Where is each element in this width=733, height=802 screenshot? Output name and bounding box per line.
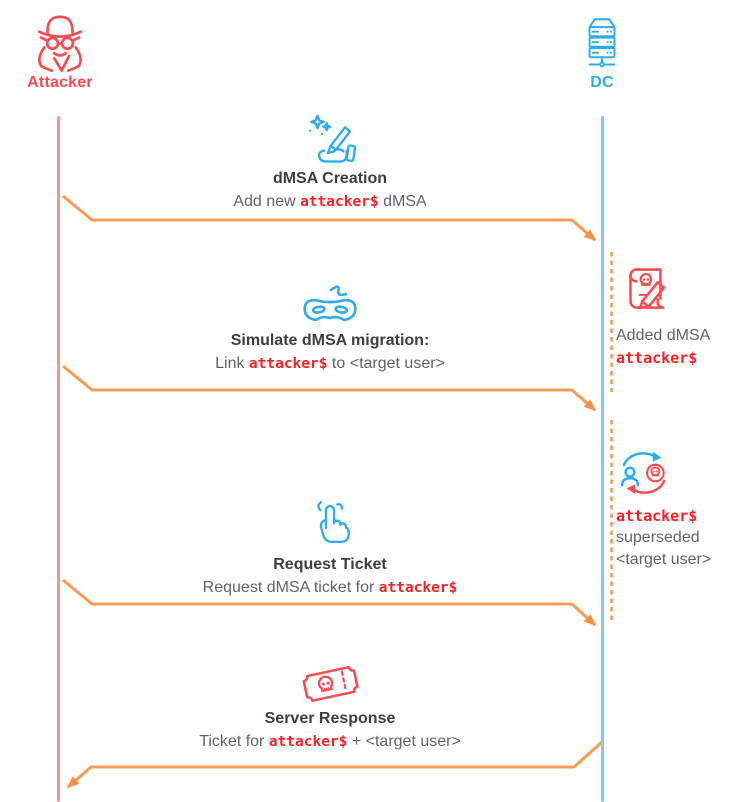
- message-body: Request dMSA ticket for attacker$: [203, 577, 458, 599]
- body-text: Add new: [233, 193, 301, 210]
- attacker-dollar-code: attacker$: [248, 356, 328, 372]
- dc-label: DC: [590, 74, 614, 91]
- message-title: dMSA Creation: [272, 170, 388, 187]
- body-text: Ticket for: [199, 733, 269, 750]
- ticket-skull-icon: [302, 665, 359, 702]
- message-body: Ticket for attacker$ + <target user>: [199, 731, 461, 753]
- magic-pen-icon: [308, 114, 357, 163]
- lifeline-attacker: [57, 116, 60, 802]
- attacker-dollar-code: attacker$: [616, 349, 698, 367]
- body-text: Link: [215, 355, 249, 372]
- server-icon: [588, 18, 616, 68]
- message-server-response: Server Response Ticket for attacker$ + <…: [140, 658, 520, 753]
- body-text: + <target user>: [347, 733, 461, 750]
- note-superseded: attacker$ superseded <target user>: [616, 449, 728, 571]
- note-text: superseded: [616, 529, 700, 546]
- spy-icon: [37, 15, 83, 73]
- note-added-dmsa: Added dMSA attacker$: [616, 262, 728, 369]
- click-hand-icon: [317, 500, 350, 544]
- message-title: Simulate dMSA migration:: [230, 332, 430, 349]
- attacker-dollar-code: attacker$: [300, 194, 379, 210]
- mask-icon: [303, 285, 357, 322]
- lifeline-dc: [601, 116, 604, 802]
- body-text: dMSA: [378, 193, 427, 210]
- attacker-dollar-code: attacker$: [616, 507, 698, 525]
- actor-attacker: [33, 6, 87, 74]
- attacker-label: Attacker: [27, 74, 93, 91]
- actor-dc: [581, 13, 623, 74]
- message-title: Request Ticket: [273, 556, 387, 573]
- body-text: Request dMSA ticket for: [202, 579, 379, 596]
- message-dmsa-creation: dMSA Creation Add new attacker$ dMSA: [140, 114, 520, 213]
- message-request-ticket: Request Ticket Request dMSA ticket for a…: [140, 498, 520, 599]
- note-text: <target user>: [616, 551, 712, 568]
- message-body: Link attacker$ to <target user>: [215, 353, 445, 375]
- message-simulate-migration: Simulate dMSA migration: Link attacker$ …: [140, 282, 520, 375]
- message-body: Add new attacker$ dMSA: [233, 191, 426, 213]
- attacker-dollar-code: attacker$: [268, 734, 348, 750]
- swap-skull-icon: [620, 451, 666, 494]
- body-text: to <target user>: [327, 355, 445, 372]
- note-text: Added dMSA: [616, 327, 711, 344]
- message-title: Server Response: [264, 710, 396, 727]
- attacker-dollar-code: attacker$: [378, 580, 458, 596]
- scroll-skull-icon: [629, 268, 666, 310]
